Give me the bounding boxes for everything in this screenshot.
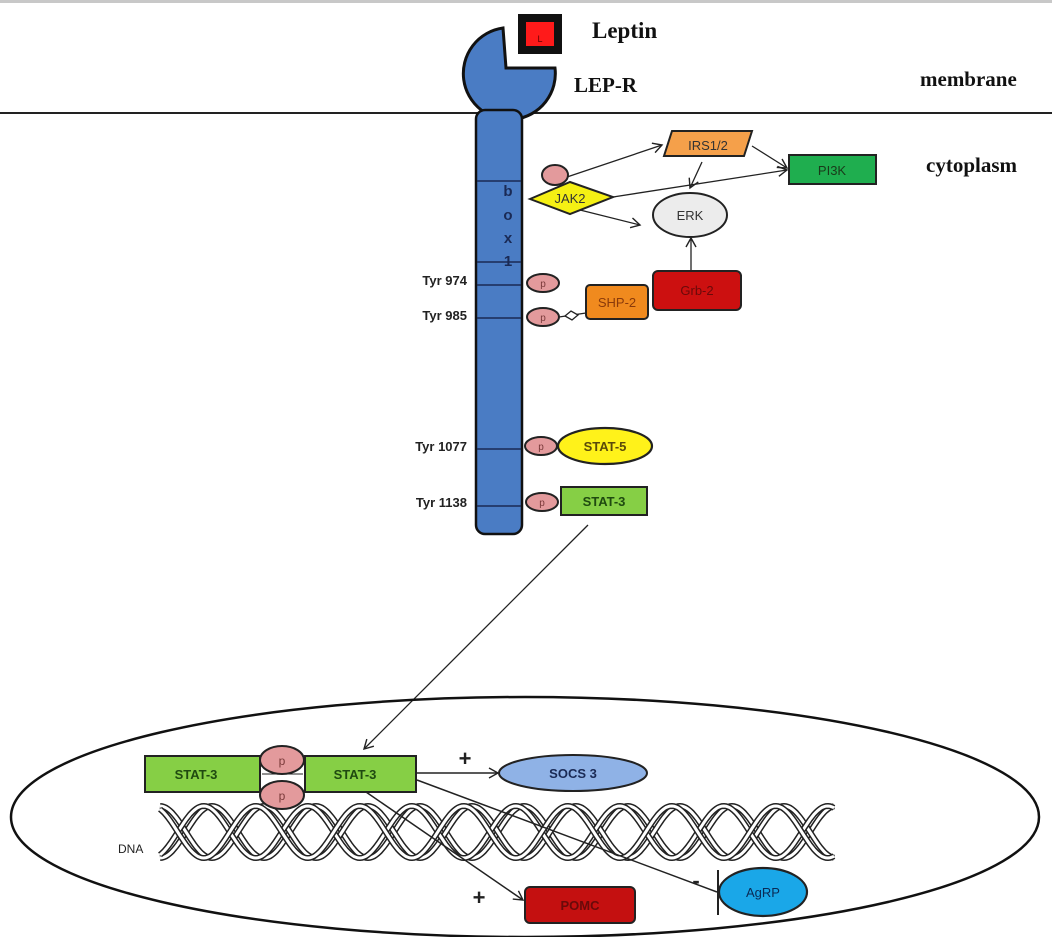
leptin-fill — [526, 22, 554, 46]
dna-strand — [159, 804, 835, 860]
agrp-label: AgRP — [746, 885, 780, 900]
jak2-label: JAK2 — [554, 191, 585, 206]
box1-letter: o — [503, 207, 512, 224]
phospho-label: p — [539, 498, 545, 509]
grb2-node — [652, 270, 742, 311]
jak2-phospho — [541, 164, 569, 186]
receptor-label: LEP-R — [574, 73, 638, 97]
tyr974-phospho — [526, 273, 560, 293]
stat5-node — [556, 426, 654, 466]
dimer-phospho-bottom — [259, 780, 305, 810]
receptor-stem — [474, 108, 524, 536]
dna-helix — [158, 802, 836, 862]
stat3-translocation-arrow — [362, 524, 589, 751]
socs3-node — [498, 754, 648, 792]
grb2-label: Grb-2 — [680, 283, 713, 298]
nucleus — [9, 695, 1041, 937]
membrane-label: membrane — [920, 67, 1017, 91]
pomc-label: POMC — [561, 898, 601, 913]
tyr985-label: Tyr 985 — [422, 308, 467, 323]
pomc-sign: + — [473, 885, 486, 910]
phospho-label: p — [540, 279, 546, 290]
pomc-node — [524, 886, 636, 924]
top-border — [0, 0, 1052, 3]
jak2-node — [527, 180, 616, 216]
pomc-activation-arrow — [365, 791, 525, 901]
erk-label: ERK — [677, 208, 704, 223]
shp2-link-diamond — [563, 310, 580, 321]
phospho-label: p — [279, 754, 286, 768]
tyr1077-label: Tyr 1077 — [415, 439, 467, 454]
socs3-sign: + — [459, 746, 472, 771]
pi3k-label: PI3K — [818, 163, 847, 178]
leptin-label: Leptin — [592, 18, 657, 43]
dna-strand — [159, 804, 835, 860]
tyr1138-phospho — [525, 492, 559, 512]
phospho-label: p — [540, 313, 546, 324]
erk-node — [652, 192, 728, 238]
jak2-to-irs-arrow — [566, 142, 664, 178]
box1-letter: x — [504, 230, 513, 247]
agrp-node — [717, 866, 809, 918]
stat3-label: STAT-3 — [583, 494, 626, 509]
irs-to-pi3k-arrow — [751, 145, 789, 169]
tyr974-label: Tyr 974 — [422, 273, 467, 288]
stat3-dimer-right — [304, 755, 417, 793]
shp2-label: SHP-2 — [598, 295, 636, 310]
box1-letter: b — [503, 183, 512, 200]
dna-label: DNA — [118, 842, 143, 856]
dna-strand — [159, 804, 835, 860]
stat3-dimer-left-label: STAT-3 — [175, 767, 218, 782]
irs-to-erk-arrow — [688, 161, 703, 190]
cytoplasm-label: cytoplasm — [926, 153, 1018, 177]
irs-node — [662, 130, 754, 157]
phospho-label: p — [538, 442, 544, 453]
agrp-sign: - — [692, 868, 699, 893]
stat3-dimer-left — [144, 755, 261, 793]
leptin-mark: L — [537, 34, 542, 44]
dimer-phospho-top — [259, 745, 305, 775]
box1-letter: 1 — [504, 253, 512, 270]
stat5-label: STAT-5 — [584, 439, 627, 454]
stat3-dimer-right-label: STAT-3 — [334, 767, 377, 782]
pi3k-node — [788, 154, 877, 185]
shp2-node — [585, 284, 649, 320]
jak2-to-pi3k-arrow — [612, 165, 789, 198]
socs3-label: SOCS 3 — [549, 766, 597, 781]
tyr1138-label: Tyr 1138 — [416, 495, 467, 510]
agrp-inhibition-line — [416, 779, 718, 893]
irs-label: IRS1/2 — [688, 138, 728, 153]
phospho-label: p — [279, 789, 286, 803]
stat3-node — [560, 486, 648, 516]
jak2-to-erk-arrow — [579, 209, 642, 229]
